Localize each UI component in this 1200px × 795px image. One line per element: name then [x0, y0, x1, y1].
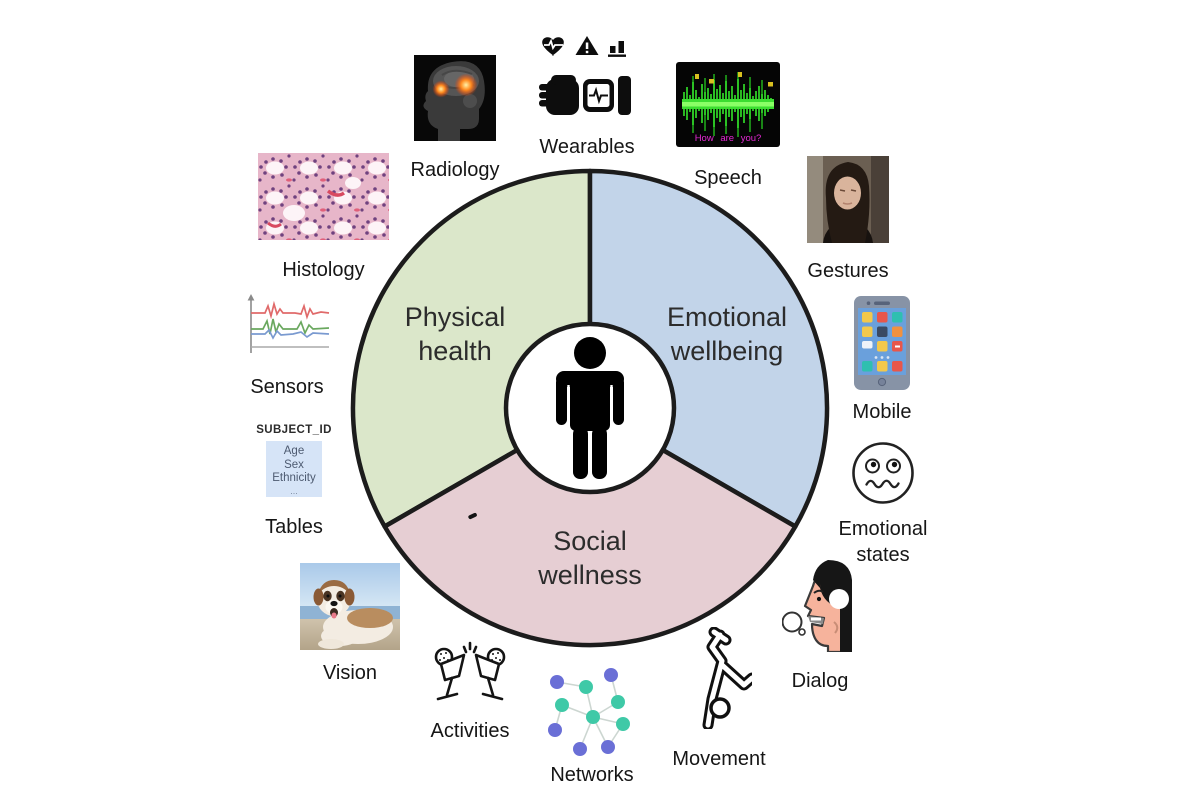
modality-speech: How are you? Speech [668, 62, 788, 191]
modality-movement: Movement [649, 627, 789, 772]
modality-histology: Histology [258, 153, 389, 283]
bar-chart-icon [608, 41, 626, 57]
handstand-figure-icon [702, 627, 752, 729]
wellness-wheel [350, 168, 830, 648]
modality-tables: SUBJECT_ID Age Sex Ethnicity ... Tables [234, 424, 354, 540]
warning-icon [575, 36, 599, 55]
modality-label: Emotional states [838, 518, 928, 566]
modality-vision: Vision [290, 563, 410, 686]
modality-label: Dialog [791, 670, 849, 692]
modality-emotional-states: Emotional states [813, 440, 953, 568]
confused-face-icon [852, 442, 914, 504]
modality-mobile: Mobile [822, 296, 942, 425]
modality-label: Gestures [807, 260, 889, 282]
modality-gestures: Gestures [788, 156, 908, 284]
modality-label: Wearables [539, 136, 635, 158]
modality-radiology: Radiology [395, 55, 515, 183]
modality-activities: Activities [410, 637, 530, 744]
word-markers [695, 72, 773, 87]
modality-label: Movement [672, 748, 766, 770]
dog-photo-icon [300, 563, 400, 650]
modality-label: Sensors [250, 376, 324, 398]
label-social-line1: Social [553, 526, 627, 556]
table-row: Sex [284, 458, 304, 471]
modality-label: Vision [322, 662, 378, 684]
modality-wearables: Wearables [527, 35, 647, 160]
graph-nodes-icon [548, 668, 630, 756]
modality-label: Tables [265, 516, 323, 538]
table-row: Age [283, 445, 305, 457]
modality-label: Speech [694, 167, 762, 189]
fist-smartwatch-icon [539, 36, 631, 115]
label-physical-line1: Physical [404, 302, 506, 332]
modality-label: Activities [430, 720, 510, 742]
modality-label: Radiology [410, 159, 500, 181]
table-row-ellipsis: ... [290, 485, 298, 496]
talking-head-icon [782, 560, 852, 652]
modality-label: Histology [282, 259, 365, 281]
speech-caption: How are you? [695, 133, 762, 144]
signal-chart-icon [247, 294, 330, 353]
modality-dialog: Dialog [760, 556, 880, 694]
label-emotional-line2: wellbeing [670, 336, 784, 366]
modality-label: Networks [550, 764, 634, 786]
label-physical-health: Physical health [405, 300, 506, 368]
clinking-glasses-icon [434, 641, 506, 701]
heart-pulse-icon [542, 37, 564, 56]
label-emotional-line1: Emotional [666, 302, 788, 332]
smartphone-icon [854, 296, 910, 390]
brain-mri-icon [414, 55, 496, 141]
label-physical-line2: health [418, 336, 492, 366]
label-emotional-wellbeing: Emotional wellbeing [667, 300, 787, 368]
segment-social-wellness [382, 405, 798, 648]
subject-table-icon: Age Sex Ethnicity ... [266, 441, 322, 497]
modality-networks: Networks [532, 668, 652, 788]
table-row: Ethnicity [272, 472, 316, 484]
webcam-portrait-icon [807, 156, 889, 243]
tissue-slide-icon [258, 153, 389, 240]
audio-waveform-icon: How are you? [676, 62, 780, 147]
label-social-line2: wellness [538, 560, 642, 590]
modality-label: Mobile [852, 401, 912, 423]
subject-id-header: SUBJECT_ID [256, 424, 332, 436]
fist-watch [539, 75, 631, 115]
label-social-wellness: Social wellness [538, 524, 642, 592]
person-icon [556, 337, 624, 479]
modality-sensors: Sensors [227, 291, 347, 400]
